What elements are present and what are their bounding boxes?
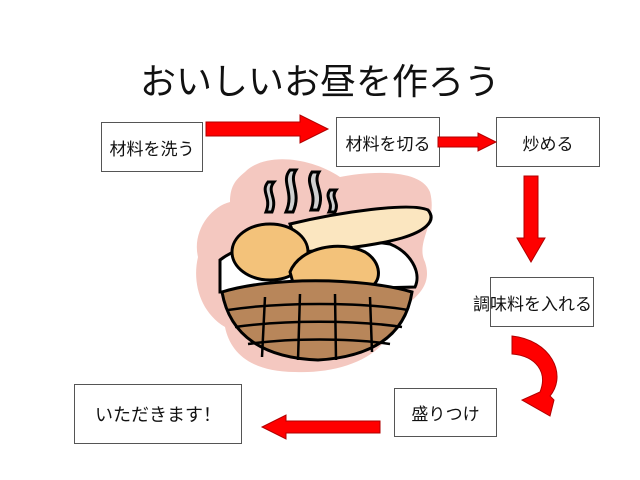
- arrow-right-icon: [437, 132, 498, 152]
- step-label: 材料を切る: [345, 134, 431, 155]
- step-label: 調味料を入れる: [473, 295, 592, 315]
- step-cut-ingredients: 材料を切る: [336, 117, 440, 167]
- step-wash-ingredients: 材料を洗う: [101, 122, 203, 172]
- step-stir-fry: 炒める: [496, 117, 600, 167]
- step-label: いただきます！: [95, 405, 221, 426]
- arrow-down-icon: [516, 175, 546, 263]
- slide-title: おいしいお昼を作ろう: [140, 62, 501, 103]
- step-add-seasoning: 調味料を入れる: [473, 277, 594, 327]
- arrow-right-icon: [205, 114, 330, 144]
- arrow-left-icon: [260, 414, 381, 440]
- step-label: 炒める: [522, 134, 574, 155]
- step-plate: 盛りつけ: [394, 388, 497, 437]
- bread-basket-icon: [196, 159, 433, 373]
- step-label: 盛りつけ: [411, 405, 480, 425]
- step-label: 材料を洗う: [109, 139, 195, 160]
- curved-arrow-icon: [511, 335, 558, 417]
- step-itadakimasu: いただきます！: [74, 384, 242, 444]
- steam-icon: [263, 168, 339, 214]
